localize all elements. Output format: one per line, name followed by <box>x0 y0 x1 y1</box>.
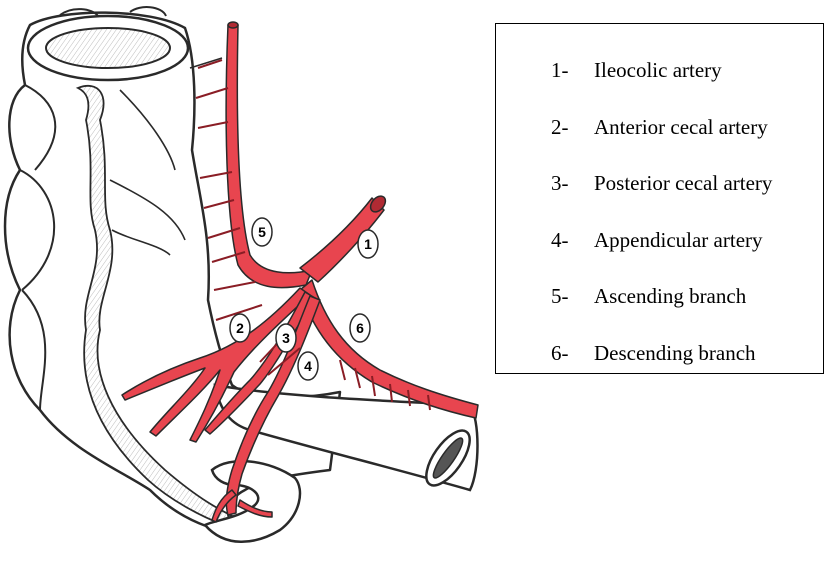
callout-2: 2 <box>229 313 251 343</box>
colon-attachment-line <box>189 57 223 69</box>
legend-item-name: Appendicular artery <box>594 228 763 252</box>
haustra-creases <box>109 89 186 256</box>
legend-item-name: Posterior cecal artery <box>594 171 773 195</box>
legend-item-number: 4- <box>551 228 569 252</box>
ileocolic-cut <box>369 195 387 213</box>
legend-item-number: 5- <box>551 284 569 308</box>
callout-3: 3 <box>275 323 297 353</box>
legend-item-name: Anterior cecal artery <box>594 115 768 139</box>
callout-1-label: 1 <box>364 236 372 252</box>
ileum-lumen <box>432 437 464 479</box>
vasa-recta <box>195 59 431 411</box>
ascending-colon <box>3 11 342 533</box>
legend-item-name: Ascending branch <box>594 284 747 308</box>
callout-5: 5 <box>251 217 273 247</box>
legend-box: 1- Ileocolic artery 2- Anterior cecal ar… <box>495 23 824 374</box>
legend-item-number: 3- <box>551 171 569 195</box>
legend-item-number: 2- <box>551 115 569 139</box>
colon-rim-bumps <box>59 6 167 17</box>
callout-4: 4 <box>297 351 319 381</box>
legend-item-name: Descending branch <box>594 341 756 365</box>
callout-2-label: 2 <box>236 320 244 336</box>
callout-4-label: 4 <box>304 358 312 374</box>
callout-6-label: 6 <box>356 320 364 336</box>
callout-6: 6 <box>349 313 371 343</box>
legend-item-number: 6- <box>551 341 569 365</box>
descending-branch-vessel <box>299 279 479 419</box>
anterior-cecal-vessel <box>121 287 311 443</box>
ascending-vessel-cut <box>227 21 239 29</box>
appendicular-twigs <box>211 489 273 523</box>
callout-3-label: 3 <box>282 330 290 346</box>
colon-lumen <box>45 27 171 69</box>
artery-network <box>121 21 479 523</box>
callout-5-label: 5 <box>258 224 266 240</box>
haustra-outline <box>19 84 57 411</box>
legend-item-number: 1- <box>551 58 569 82</box>
callout-1: 1 <box>357 229 379 259</box>
cecum-artery-illustration: 1 2 3 4 5 6 <box>3 6 479 543</box>
legend-item-name: Ileocolic artery <box>594 58 722 82</box>
ascending-branch-vessel <box>225 24 313 289</box>
